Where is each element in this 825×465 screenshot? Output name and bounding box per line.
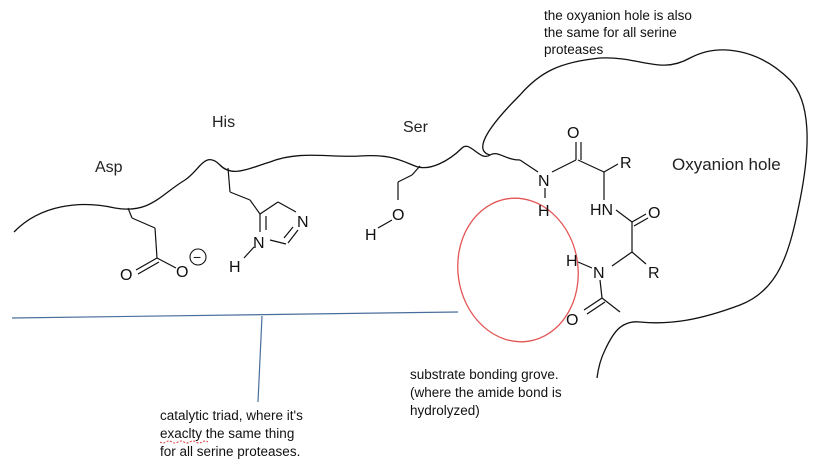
carbonyl-oxygen-middle: O <box>648 205 660 222</box>
amide-hydrogen-1: H <box>538 203 550 220</box>
substrate-note-line-1: substrate bonding grove. <box>410 367 559 382</box>
triad-note-line-3: for all serine proteases. <box>160 444 300 459</box>
oxyanion-loop <box>482 49 808 379</box>
asp-label: Asp <box>95 159 123 176</box>
his-side-chain <box>227 167 299 259</box>
his-ring-nitrogen-1: N <box>253 235 265 252</box>
r-group-1: R <box>620 155 632 172</box>
ser-oxygen: O <box>392 207 404 224</box>
substrate-note-line-2: (where the amide bond is <box>410 385 562 400</box>
carbonyl-oxygen-top: O <box>567 125 579 142</box>
ser-side-chain <box>377 165 421 229</box>
carbonyl-oxygen-bottom: O <box>566 312 578 329</box>
ser-hydrogen: H <box>365 227 377 244</box>
his-ring-nitrogen-2: N <box>297 214 309 231</box>
his-hydrogen: H <box>229 259 241 276</box>
amide-hydrogen-2: H <box>566 253 578 270</box>
substrate-peptide <box>519 142 649 315</box>
substrate-note: substrate bonding grove. (where the amid… <box>410 367 562 418</box>
triad-note-line-2: exaclty the same thing <box>160 426 294 441</box>
ser-label: Ser <box>403 119 429 136</box>
asp-side-chain <box>127 207 207 275</box>
spellcheck-underline <box>159 440 209 444</box>
triad-note: catalytic triad, where it's exaclty the … <box>159 408 303 459</box>
protein-backbone <box>13 145 521 233</box>
negative-charge-icon <box>189 248 207 266</box>
triad-pointer-line <box>257 315 263 403</box>
triad-bracket-line <box>11 311 459 319</box>
charge-sign: − <box>193 249 201 265</box>
amide-hn: HN <box>590 202 613 219</box>
substrate-note-line-3: hydrolyzed) <box>410 403 480 418</box>
asp-oxygen-double: O <box>120 267 132 284</box>
triad-note-line-1: catalytic triad, where it's <box>160 408 303 423</box>
oxyanion-note-line-3: proteases <box>544 42 604 57</box>
his-label: His <box>212 114 235 131</box>
oxyanion-hole-label: Oxyanion hole <box>672 155 781 174</box>
oxyanion-note-line-1: the oxyanion hole is also <box>544 8 692 23</box>
oxyanion-note-line-2: the same for all serine <box>544 25 677 40</box>
r-group-2: R <box>648 265 660 282</box>
amide-nitrogen-2: N <box>593 265 605 282</box>
asp-oxygen-anion: O <box>176 264 188 281</box>
substrate-groove-circle <box>457 197 579 343</box>
oxyanion-note: the oxyanion hole is also the same for a… <box>544 8 692 57</box>
amide-nitrogen-1: N <box>538 173 550 190</box>
